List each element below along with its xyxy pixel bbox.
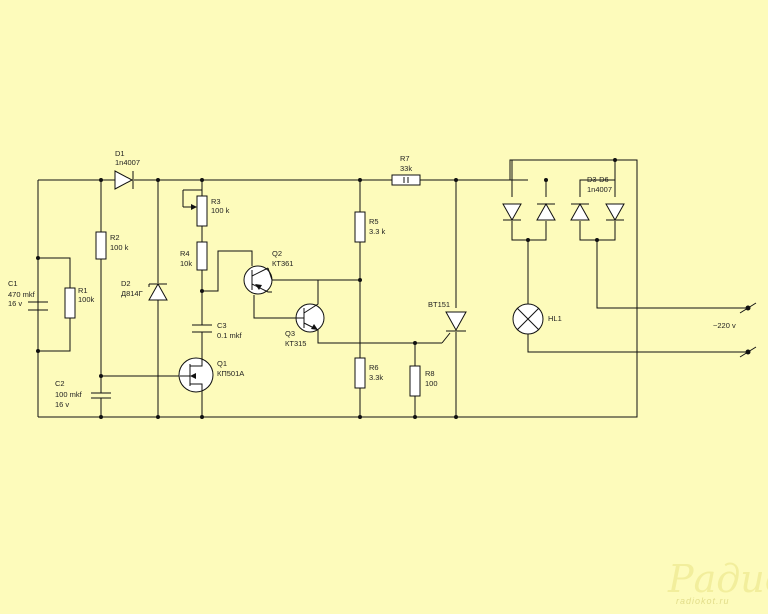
watermark: Радио КОТ radiokot.ru [667, 557, 768, 606]
transistor-q2: Q2 КТ361 [243, 249, 293, 295]
r2-ref: R2 [110, 233, 120, 242]
resistor-r2: R2 100 k [95, 231, 129, 260]
r3-value: 100 k [211, 206, 230, 215]
q2-ref: Q2 [272, 249, 282, 258]
bt151-ref: BT151 [428, 300, 450, 309]
r8-value: 100 [425, 379, 438, 388]
r5-value: 3.3 k [369, 227, 386, 236]
junctions [36, 158, 617, 419]
transistor-q1: Q1 КП501А [178, 357, 244, 393]
r3-ref: R3 [211, 197, 221, 206]
transistor-q3: Q3 КТ315 [285, 280, 325, 348]
c1-voltage: 16 v [8, 299, 22, 308]
capacitor-c3: C3 0.1 mkf [192, 321, 243, 340]
bridge-value: 1n4007 [587, 185, 612, 194]
c3-value: 0.1 mkf [217, 331, 243, 340]
c2-ref: C2 [55, 379, 65, 388]
r1-ref: R1 [78, 286, 88, 295]
hl1-ref: HL1 [548, 314, 562, 323]
thyristor-bt151: BT151 [428, 300, 467, 344]
q3-ref: Q3 [285, 329, 295, 338]
d2-value: Д814Г [121, 289, 143, 298]
c2-voltage: 16 v [55, 400, 69, 409]
bridge-ref: D3-D6 [587, 175, 609, 184]
capacitor-c1: C1 470 mkf 16 v [8, 279, 48, 311]
q1-ref: Q1 [217, 359, 227, 368]
r2-value: 100 k [110, 243, 129, 252]
lamp-hl1: HL1 [512, 303, 562, 335]
r6-ref: R6 [369, 363, 379, 372]
resistor-r1: R1 100k [64, 286, 95, 319]
resistor-r8: R8 100 [409, 365, 438, 397]
r4-ref: R4 [180, 249, 190, 258]
watermark-logo: Радио КОТ [667, 557, 768, 601]
d1-value: 1n4007 [115, 158, 140, 167]
c3-ref: C3 [217, 321, 227, 330]
wires [37, 159, 748, 418]
r7-value: 33k [400, 164, 412, 173]
r7-ref: R7 [400, 154, 410, 163]
q3-value: КТ315 [285, 339, 306, 348]
r8-ref: R8 [425, 369, 435, 378]
resistor-r4: R4 10k [180, 241, 208, 271]
potentiometer-r3: R3 100 k [183, 195, 230, 227]
r4-value: 10k [180, 259, 192, 268]
watermark-url: radiokot.ru [676, 596, 730, 606]
diode-bridge-d3-d6: D3-D6 1n4007 [502, 175, 625, 222]
diode-d1: D1 1n4007 [114, 149, 140, 190]
r5-ref: R5 [369, 217, 379, 226]
d2-ref: D2 [121, 279, 131, 288]
resistor-r5: R5 3.3 k [354, 211, 386, 243]
resistor-r7: R7 33k [391, 154, 421, 186]
r1-value: 100k [78, 295, 95, 304]
q1-value: КП501А [217, 369, 244, 378]
c1-value: 470 mkf [8, 290, 36, 299]
c2-value: 100 mkf [55, 390, 83, 399]
mains-label: ~220 v [713, 321, 736, 330]
mains-terminals: ~220 v [713, 302, 757, 358]
q2-value: КТ361 [272, 259, 293, 268]
r6-value: 3.3k [369, 373, 383, 382]
d1-ref: D1 [115, 149, 125, 158]
c1-ref: C1 [8, 279, 18, 288]
zener-diode-d2: D2 Д814Г [121, 279, 168, 301]
capacitor-c2: C2 100 mkf 16 v [55, 379, 111, 409]
resistor-r6: R6 3.3k [354, 357, 383, 389]
